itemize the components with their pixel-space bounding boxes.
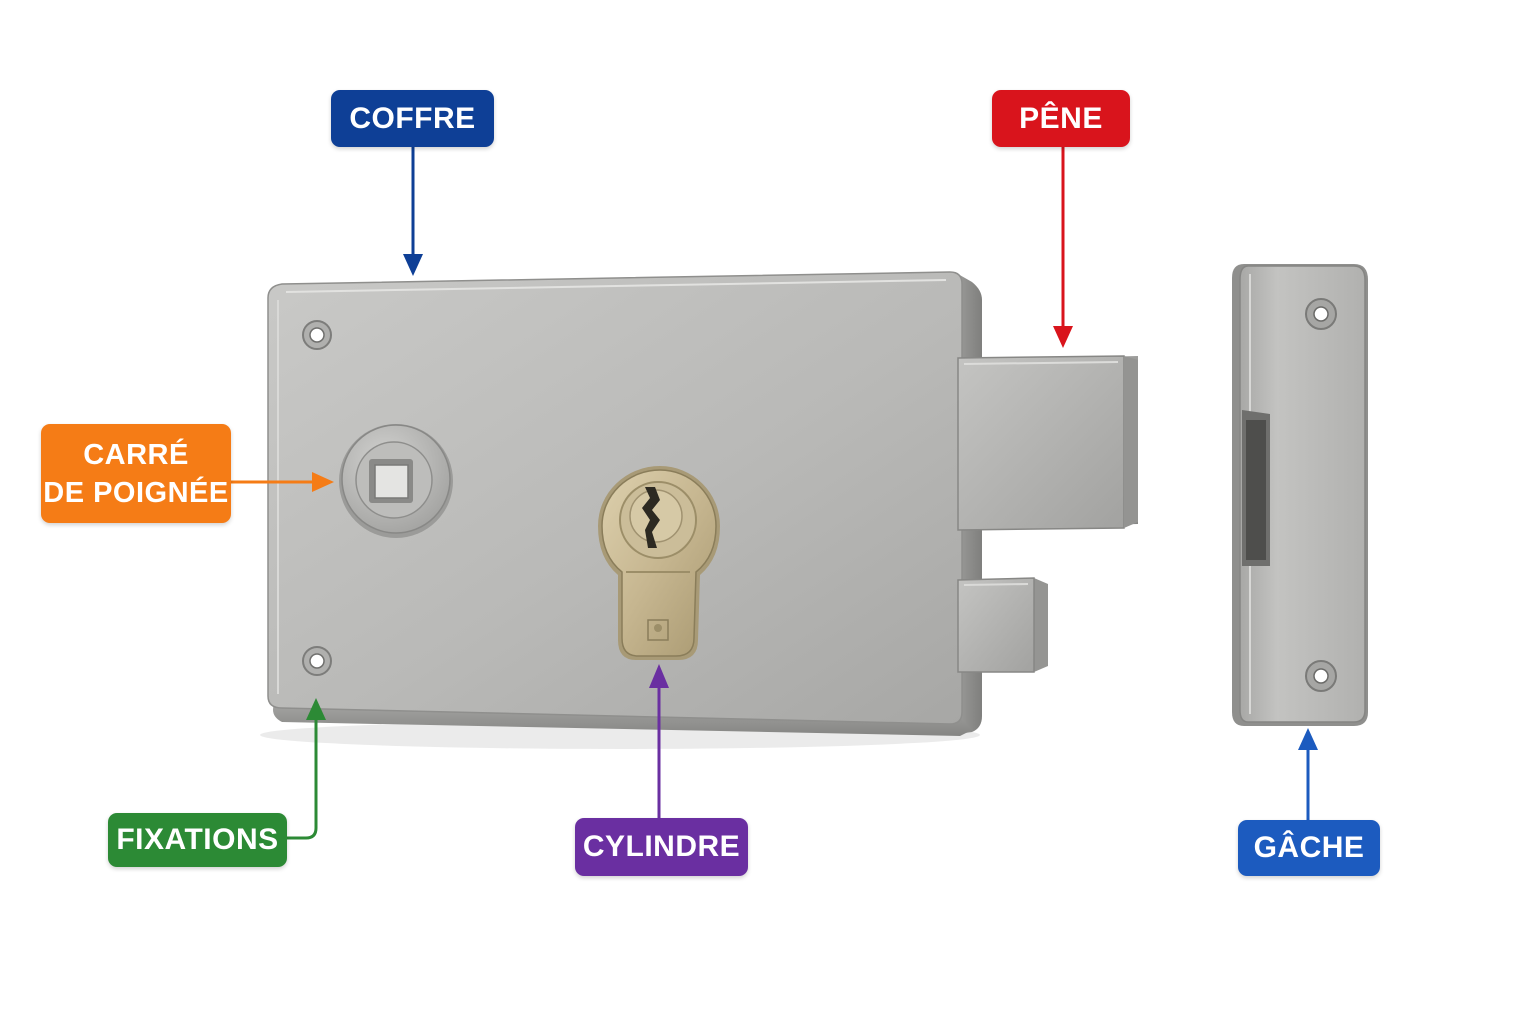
label-carre-de-poignee: CARRÉ DE POIGNÉE <box>41 424 231 523</box>
handle-square-rose <box>339 424 453 538</box>
arrow-pene <box>1053 147 1073 348</box>
arrow-fixations <box>287 698 326 840</box>
label-pene-text: PÊNE <box>1019 101 1103 135</box>
mounting-screw-bottom <box>302 646 332 676</box>
label-fixations-text: FIXATIONS <box>116 823 279 856</box>
mounting-screw-top <box>302 320 332 350</box>
arrow-coffre <box>403 147 423 276</box>
label-cylindre-text: CYLINDRE <box>582 830 741 863</box>
arrow-carre <box>231 472 334 492</box>
label-coffre: COFFRE <box>331 90 494 147</box>
label-carre-line1: CARRÉ <box>83 438 189 471</box>
dead-bolt <box>957 355 1138 531</box>
strike-plate <box>1232 264 1368 726</box>
label-gache: GÂCHE <box>1238 820 1380 876</box>
label-carre-line2: DE POIGNÉE <box>43 476 229 509</box>
label-cylindre: CYLINDRE <box>575 818 748 876</box>
latch-bolt <box>957 577 1048 673</box>
label-pene: PÊNE <box>992 90 1130 147</box>
label-gache-text: GÂCHE <box>1253 831 1365 864</box>
euro-cylinder <box>598 466 720 660</box>
arrow-gache <box>1298 728 1318 820</box>
arrow-cylindre <box>649 664 669 818</box>
label-fixations: FIXATIONS <box>108 813 287 867</box>
label-coffre-text: COFFRE <box>349 101 476 135</box>
